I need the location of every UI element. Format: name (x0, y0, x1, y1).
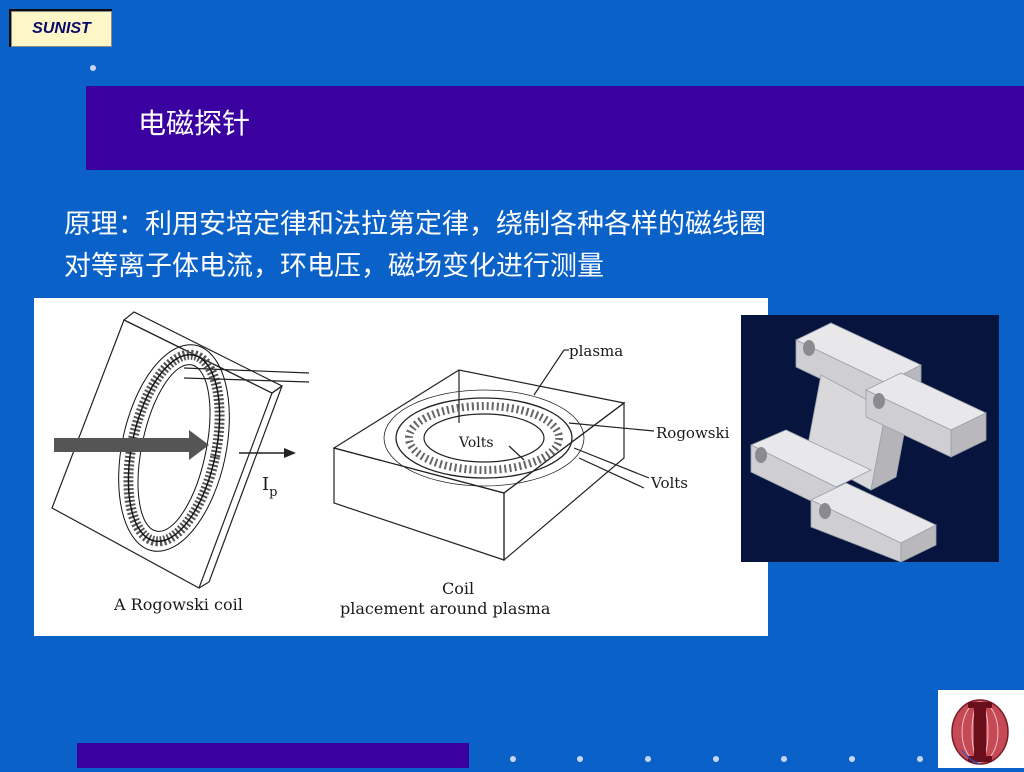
probe-housing-drawing (750, 322, 987, 563)
decorative-dot (577, 756, 583, 762)
current-arrow (54, 430, 296, 460)
decorative-dot (917, 756, 923, 762)
caption-placement: placement around plasma (340, 599, 551, 618)
tokamak-logo (938, 690, 1024, 768)
sunist-logo: SUNIST (11, 11, 112, 47)
slide-title: 电磁探针 (138, 107, 251, 140)
caption-rogowski-coil: A Rogowski coil (113, 595, 243, 614)
decorative-dot (510, 756, 516, 762)
probe-housing-shape (750, 322, 987, 563)
bottom-bar (77, 743, 469, 768)
rogowski-coil-figure: Ip A Rogowski coil plasma Rogowski Volts… (34, 298, 768, 636)
coil-placement-illustration (332, 349, 655, 562)
title-bar (86, 86, 1024, 170)
label-rogowski: Rogowski (656, 424, 730, 442)
body-line-1: 原理：利用安培定律和法拉第定律，绕制各种各样的磁线圈 (64, 209, 766, 240)
label-plasma: plasma (569, 342, 623, 360)
slide-body: 原理：利用安培定律和法拉第定律，绕制各种各样的磁线圈 对等离子体电流，环电压，磁… (64, 204, 964, 288)
body-line-2: 对等离子体电流，环电压，磁场变化进行测量 (64, 251, 604, 282)
tokamak-emblem-icon (951, 699, 1009, 765)
rogowski-coil-drawing: Ip A Rogowski coil plasma Rogowski Volts… (51, 311, 730, 618)
label-volts-outer: Volts (650, 474, 688, 492)
decorative-dot (90, 65, 96, 71)
logo-shadow: SUNIST (9, 9, 112, 47)
decorative-dot (713, 756, 719, 762)
decorative-dot (849, 756, 855, 762)
label-ip: Ip (262, 474, 277, 500)
decorative-dot (781, 756, 787, 762)
mounting-holes (755, 340, 885, 519)
decorative-dot (645, 756, 651, 762)
label-volts-inner: Volts (458, 435, 494, 451)
probe-housing-render (741, 315, 999, 563)
caption-coil: Coil (442, 579, 474, 598)
